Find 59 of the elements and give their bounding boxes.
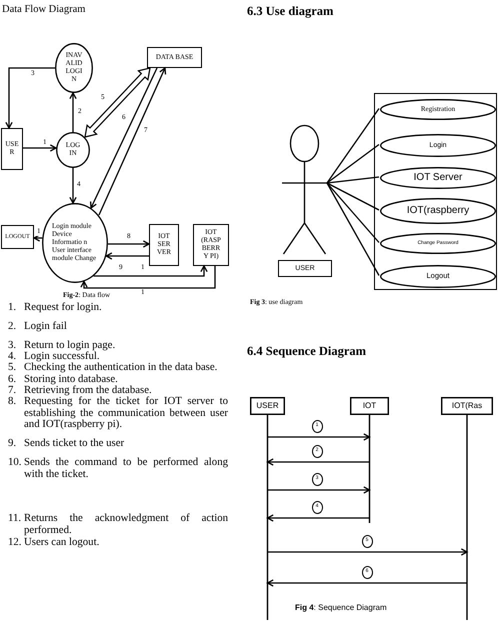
list-item-text: Sends the command to be performed along with the ticket.: [24, 457, 228, 480]
list-number: 7.: [8, 385, 16, 396]
system-boundary: [374, 93, 497, 290]
list-number: 10.: [8, 457, 22, 469]
list-number: 12.: [8, 537, 22, 549]
arrow: [23, 144, 57, 152]
arrow: [266, 514, 370, 522]
section-heading: 6.4 Sequence Diagram: [247, 345, 366, 359]
list-item-text: Storing into database.: [24, 374, 118, 385]
list-item-text: Retrieving from the database.: [24, 385, 152, 396]
list-item-text: Login successful.: [24, 351, 100, 362]
connector-line: [326, 182, 380, 276]
lifeline: IOT: [350, 397, 389, 523]
section-heading: 6.3 Use diagram: [247, 5, 334, 19]
list-item-text: Request for login.: [24, 302, 102, 314]
block-arrow: [84, 67, 151, 138]
arrow: [108, 240, 150, 248]
list-number: 5.: [8, 362, 16, 374]
arrow: [266, 579, 467, 587]
arrow: [90, 68, 158, 209]
arrow: [5, 67, 55, 129]
list-item-text: Return to login page.: [24, 340, 116, 351]
arrow: [33, 234, 42, 242]
list-number: 9.: [8, 438, 16, 450]
connector-line: [326, 176, 380, 184]
list-item-text: Users can logout.: [24, 537, 100, 548]
list-item-text: Returns the acknowledgment of action performed.: [24, 513, 228, 536]
connector-line: [326, 182, 380, 211]
list-number: 6.: [8, 374, 16, 386]
connector-line: [326, 182, 380, 243]
list-item-text: Sends ticket to the user: [24, 438, 124, 450]
list-number: 11.: [8, 513, 22, 525]
arrow: [268, 548, 468, 556]
list-number: 4.: [8, 351, 16, 362]
arrow: [80, 266, 216, 289]
lifeline: USER: [250, 397, 285, 620]
use-case-ellipse: IOT Server: [380, 167, 496, 189]
connector-line: [326, 108, 380, 184]
lifeline: IOT(Ras: [441, 397, 493, 620]
list-item-text: Login fail: [24, 321, 67, 332]
list-number: 1.: [8, 302, 16, 314]
arrow: [69, 92, 77, 132]
arrow: [98, 67, 166, 216]
actor-figure: [282, 125, 327, 255]
section-heading: Data Flow Diagram: [2, 4, 86, 16]
list-number: 3.: [8, 340, 16, 352]
list-item-text: Requesting for the ticket for IOT server to establishing the communication between user and IOT(raspberry pi).: [24, 396, 228, 430]
arrow: [266, 458, 370, 466]
connector-line: [326, 144, 380, 184]
figure-caption: Fig 4: Sequence Diagram: [295, 604, 387, 613]
arrow: [268, 433, 370, 441]
list-number: 8.: [8, 396, 16, 408]
arrow: [69, 168, 77, 204]
arrow: [106, 252, 149, 260]
use-case-ellipse: IOT(raspberry: [380, 198, 496, 224]
arrow: [268, 486, 370, 494]
arrow: [94, 265, 208, 277]
list-number: 2.: [8, 321, 16, 333]
list-item-text: Checking the authentication in the data base.: [24, 362, 218, 374]
